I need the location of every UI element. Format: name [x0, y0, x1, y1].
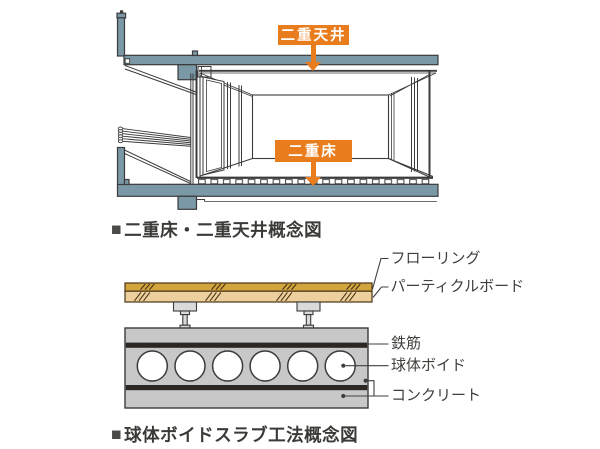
ceiling-slab — [123, 54, 439, 66]
floor-arrow-icon — [310, 161, 316, 177]
rebar-band — [125, 342, 368, 348]
particle-board-layer — [124, 290, 373, 303]
concrete-structure — [116, 10, 439, 210]
sphere-voids — [136, 350, 356, 382]
wood-hatching — [134, 292, 357, 302]
ceiling-callout: 二重天井 — [278, 24, 349, 45]
concrete-label: コンクリート — [391, 387, 482, 404]
wood-hatching — [140, 283, 361, 290]
sphere-void-label: 球体ボイド — [391, 357, 467, 374]
void-slab-section — [124, 282, 373, 409]
rebar-label: 鉄筋 — [391, 335, 422, 352]
ceiling-arrow-icon — [311, 45, 316, 62]
bottom-caption: ■ 球体ボイドスラブ工法概念図 — [111, 422, 358, 447]
caption-marker: ■ — [111, 218, 123, 239]
rebar-band — [125, 385, 368, 391]
caption-text: 球体ボイドスラブ工法概念図 — [124, 424, 359, 445]
room-perspective — [195, 66, 437, 179]
caption-text: 二重床・二重天井概念図 — [124, 219, 323, 240]
flooring-layer — [124, 282, 373, 292]
flooring-label: フローリング — [390, 249, 481, 267]
floor-slab — [116, 183, 439, 197]
floor-callout: 二重床 — [274, 140, 352, 162]
leader-lines — [341, 257, 389, 399]
top-caption: ■ 二重床・二重天井概念図 — [111, 217, 322, 242]
particle-board-label: パーティクルボード — [390, 278, 525, 295]
floor-arrow-icon — [304, 176, 321, 186]
balcony-section — [117, 65, 197, 184]
ceiling-arrow-icon — [304, 61, 321, 71]
caption-marker: ■ — [111, 423, 123, 444]
under-slab-lines — [196, 199, 437, 203]
